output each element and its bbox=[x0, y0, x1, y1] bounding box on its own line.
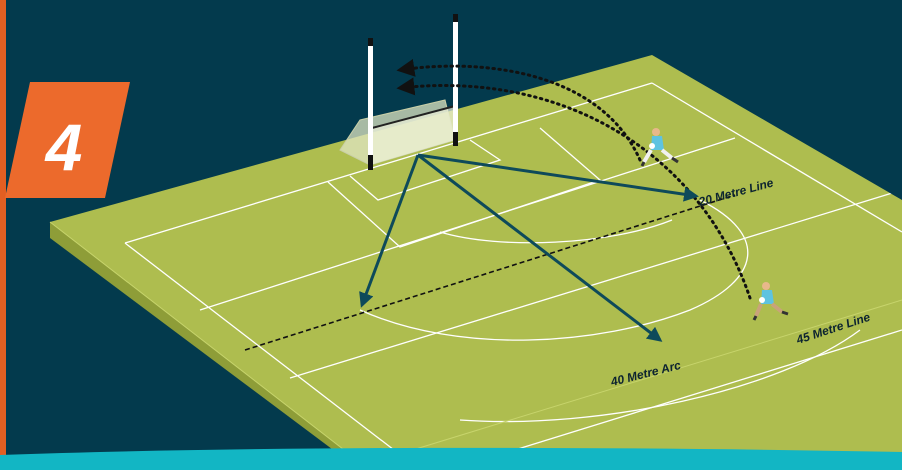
left-border-stripe bbox=[0, 0, 6, 470]
step-number: 4 bbox=[44, 110, 83, 184]
